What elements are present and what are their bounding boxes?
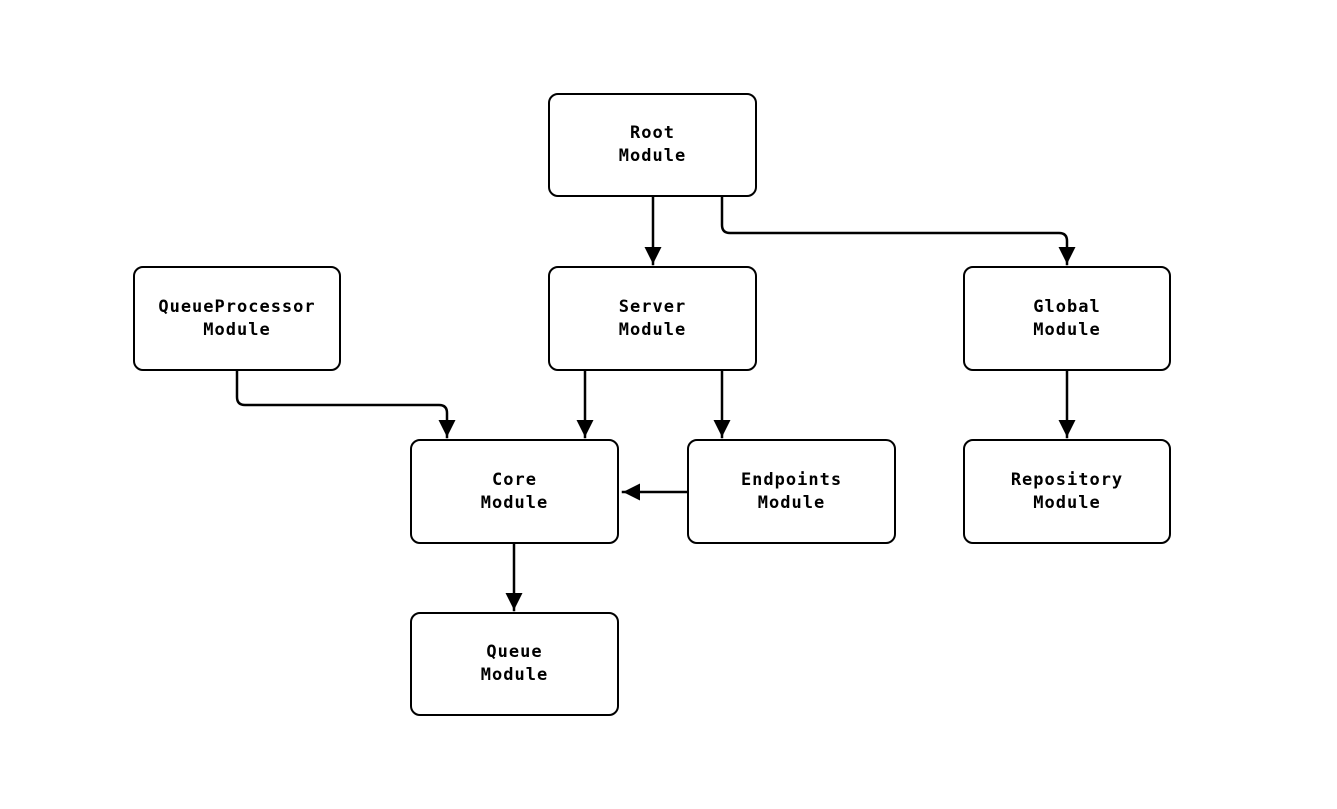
node-label: Queue Module [480, 642, 549, 685]
node-root-module: Root Module [548, 93, 757, 197]
node-label: Core Module [480, 469, 549, 513]
node-label: Root Module [618, 123, 687, 166]
node-label: Endpoints Module [740, 469, 843, 513]
node-queueprocessor-module: QueueProcessor Module [133, 266, 341, 371]
node-server-module: Server Module [548, 266, 757, 371]
edge-root-to-global [720, 195, 1076, 266]
node-label: Global Module [1033, 296, 1101, 340]
node-core-module: Core Module [410, 439, 619, 544]
node-label: QueueProcessor Module [158, 296, 316, 340]
node-global-module: Global Module [963, 266, 1171, 371]
edge-queueprocessor-to-core [235, 369, 456, 439]
node-label: Repository Module [1010, 469, 1124, 513]
node-endpoints-module: Endpoints Module [687, 439, 896, 544]
node-label: Server Module [618, 296, 687, 340]
node-queue-module: Queue Module [410, 612, 619, 716]
node-repository-module: Repository Module [963, 439, 1171, 544]
